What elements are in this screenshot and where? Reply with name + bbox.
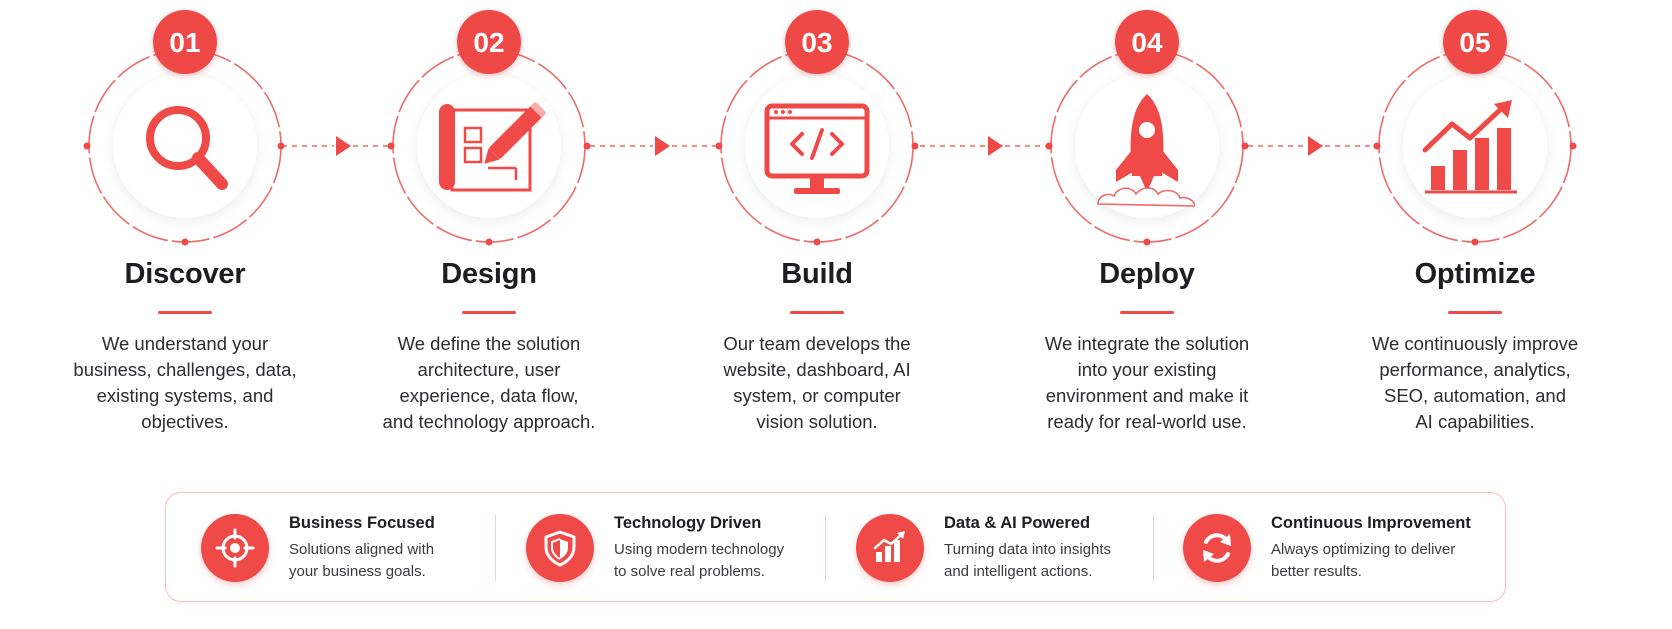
step-node-2 bbox=[387, 49, 591, 246]
benefit-divider bbox=[1153, 515, 1154, 581]
step-node-1 bbox=[83, 49, 285, 246]
desc-line: environment and make it bbox=[1045, 385, 1249, 406]
benefit-business-focused: Business Focused Solutions aligned with … bbox=[201, 513, 489, 583]
desc-line: performance, analytics, bbox=[1379, 359, 1571, 380]
benefit-desc: Always optimizing to deliver better resu… bbox=[1271, 539, 1491, 583]
desc-line: We understand your bbox=[101, 333, 269, 354]
step-number-3: 03 bbox=[801, 27, 832, 58]
code-monitor-icon bbox=[764, 103, 870, 194]
desc-line: website, dashboard, AI bbox=[723, 359, 911, 380]
benefit-desc: Using modern technology to solve real pr… bbox=[614, 539, 814, 583]
desc-line: into your existing bbox=[1077, 359, 1217, 380]
desc-line: existing systems, and bbox=[96, 385, 274, 406]
desc-line: vision solution. bbox=[756, 411, 878, 432]
step-number-5: 05 bbox=[1459, 27, 1490, 58]
desc-line: system, or computer bbox=[733, 385, 901, 406]
step-node-4 bbox=[1045, 49, 1249, 246]
step-desc-optimize: We continuously improve performance, ana… bbox=[1350, 331, 1600, 435]
target-icon bbox=[201, 514, 269, 582]
desc-line: AI capabilities. bbox=[1415, 411, 1535, 432]
step-desc-build: Our team develops the website, dashboard… bbox=[692, 331, 942, 435]
step-desc-deploy: We integrate the solution into your exis… bbox=[1022, 331, 1272, 435]
benefits-panel: Business Focused Solutions aligned with … bbox=[165, 492, 1506, 602]
connector-2-3 bbox=[590, 136, 718, 156]
benefit-title: Data & AI Powered bbox=[944, 513, 1091, 532]
step-underline-3 bbox=[790, 311, 844, 314]
refresh-icon bbox=[1183, 514, 1251, 582]
step-title-design: Design bbox=[441, 258, 537, 290]
connector-3-4 bbox=[920, 136, 1048, 156]
step-badge-5: 05 bbox=[1443, 10, 1507, 74]
benefit-desc-line: Turning data into insights bbox=[944, 540, 1112, 558]
benefit-desc-line: and intelligent actions. bbox=[944, 562, 1093, 580]
shield-icon bbox=[526, 514, 594, 582]
growth-chart-icon bbox=[1422, 100, 1517, 194]
rocket-icon bbox=[1097, 94, 1196, 207]
step-underline-2 bbox=[462, 311, 516, 314]
step-number-1: 01 bbox=[169, 27, 200, 58]
benefit-divider bbox=[825, 515, 826, 581]
step-number-4: 04 bbox=[1131, 27, 1163, 58]
desc-line: experience, data flow, bbox=[399, 385, 579, 406]
desc-line: objectives. bbox=[141, 411, 229, 432]
step-title-discover: Discover bbox=[124, 258, 246, 290]
connector-4-5 bbox=[1248, 136, 1372, 156]
desc-line: We continuously improve bbox=[1371, 333, 1579, 354]
desc-line: Our team develops the bbox=[723, 333, 911, 354]
desc-line: SEO, automation, and bbox=[1383, 385, 1567, 406]
step-badge-4: 04 bbox=[1115, 10, 1179, 74]
magnifier-icon bbox=[146, 106, 228, 190]
benefit-title: Business Focused bbox=[289, 513, 435, 532]
benefit-desc-line: Using modern technology bbox=[614, 540, 785, 558]
benefit-continuous-improvement: Continuous Improvement Always optimizing… bbox=[1183, 513, 1491, 583]
benefit-desc-line: to solve real problems. bbox=[614, 562, 765, 580]
bar-chart-icon bbox=[856, 514, 924, 582]
step-underline-1 bbox=[158, 311, 212, 314]
connector-1-2 bbox=[282, 136, 388, 156]
benefit-title: Technology Driven bbox=[614, 513, 762, 532]
desc-line: We integrate the solution bbox=[1044, 333, 1250, 354]
benefit-desc: Turning data into insights and intellige… bbox=[944, 539, 1144, 583]
desc-line: and technology approach. bbox=[382, 411, 596, 432]
step-title-build: Build bbox=[781, 258, 853, 290]
step-title-deploy: Deploy bbox=[1099, 258, 1195, 290]
step-desc-design: We define the solution architecture, use… bbox=[364, 331, 614, 435]
benefit-desc-line: Solutions aligned with bbox=[289, 540, 435, 558]
benefit-desc: Solutions aligned with your business goa… bbox=[289, 539, 489, 583]
step-title-optimize: Optimize bbox=[1414, 258, 1536, 290]
step-node-3 bbox=[715, 49, 919, 246]
desc-line: We define the solution bbox=[397, 333, 581, 354]
benefit-title: Continuous Improvement bbox=[1271, 513, 1471, 532]
blueprint-pencil-icon bbox=[439, 101, 547, 192]
benefit-desc-line: better results. bbox=[1271, 562, 1362, 580]
benefit-divider bbox=[495, 515, 496, 581]
step-number-2: 02 bbox=[473, 27, 504, 58]
step-underline-4 bbox=[1120, 311, 1174, 314]
benefit-technology-driven: Technology Driven Using modern technolog… bbox=[526, 513, 814, 583]
step-desc-discover: We understand your business, challenges,… bbox=[60, 331, 310, 435]
benefit-desc-line: Always optimizing to deliver bbox=[1271, 540, 1456, 558]
desc-line: ready for real-world use. bbox=[1047, 411, 1247, 432]
benefit-data-ai-powered: Data & AI Powered Turning data into insi… bbox=[856, 513, 1144, 583]
desc-line: business, challenges, data, bbox=[73, 359, 297, 380]
step-underline-5 bbox=[1448, 311, 1502, 314]
desc-line: architecture, user bbox=[417, 359, 561, 380]
step-node-5 bbox=[1373, 49, 1577, 246]
step-badge-2: 02 bbox=[457, 10, 521, 74]
benefit-desc-line: your business goals. bbox=[289, 562, 426, 580]
step-badge-1: 01 bbox=[153, 10, 217, 74]
step-badge-3: 03 bbox=[785, 10, 849, 74]
